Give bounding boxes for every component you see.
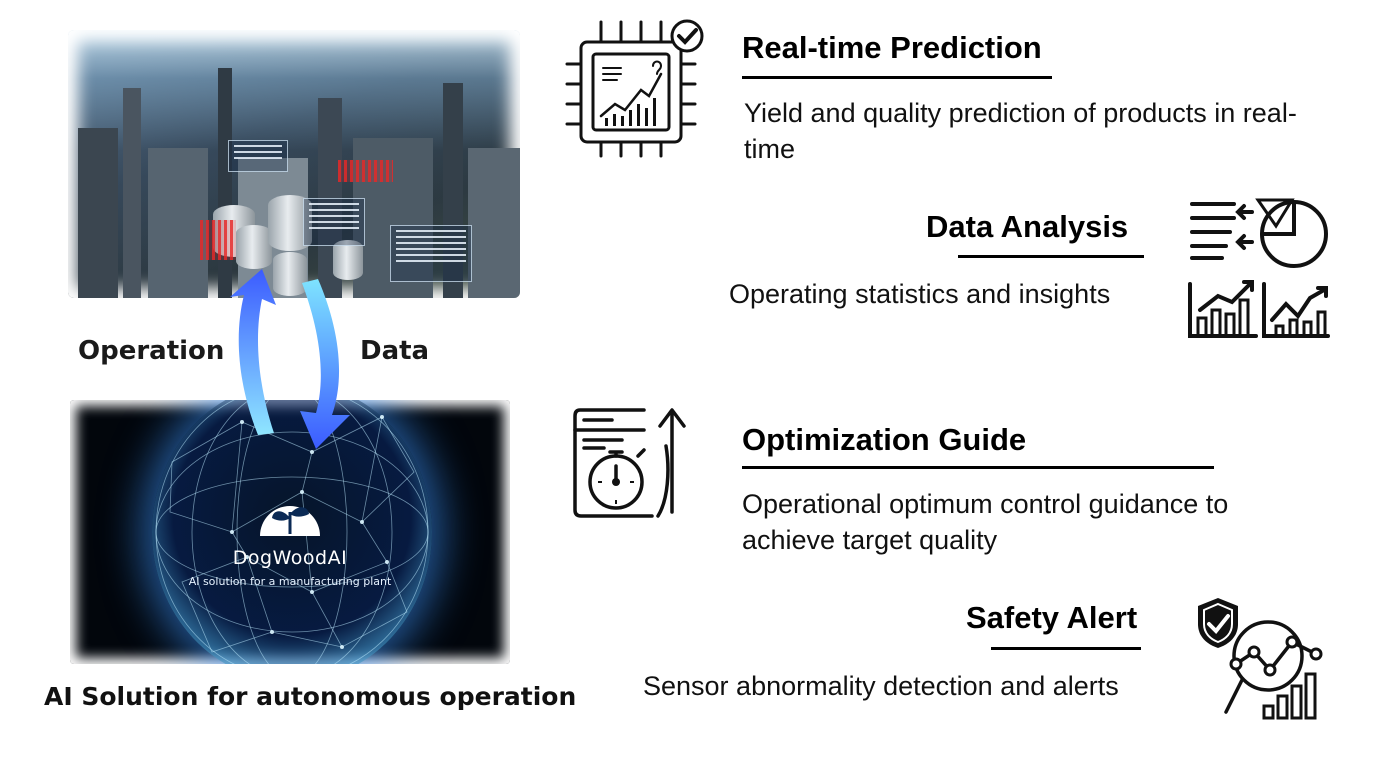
feature-underline (742, 76, 1052, 79)
operation-label: Operation (78, 336, 225, 366)
operation-data-arrows (230, 269, 350, 449)
feature-underline (958, 255, 1144, 258)
stopwatch-window-arrow-icon (573, 408, 686, 518)
feature-title-realtime-prediction: Real-time Prediction (742, 30, 1042, 65)
feature-desc-data-analysis: Operating statistics and insights (729, 279, 1111, 309)
operation-arrow (230, 269, 276, 435)
brand-logo: DogWoodAI AI solution for a manufacturin… (70, 496, 510, 588)
factory-image (68, 30, 520, 298)
data-label: Data (360, 336, 430, 366)
feature-title-data-analysis: Data Analysis (926, 209, 1129, 244)
feature-desc-safety-alert: Sensor abnormality detection and alerts (643, 671, 1119, 701)
chip-chart-check-icon (565, 19, 704, 158)
sprout-logo-icon (260, 506, 320, 536)
brand-name: DogWoodAI (232, 547, 348, 569)
brand-tagline: AI solution for a manufacturing plant (188, 575, 392, 588)
globe-mesh (155, 400, 429, 664)
feature-title-safety-alert: Safety Alert (966, 600, 1138, 635)
feature-underline (991, 647, 1141, 650)
solution-caption: AI Solution for autonomous operation (44, 682, 577, 711)
globe-image: DogWoodAI AI solution for a manufacturin… (70, 400, 510, 664)
feature-title-optimization-guide: Optimization Guide (742, 422, 1027, 457)
analytics-charts-icon (1188, 198, 1330, 338)
data-arrow (300, 279, 350, 449)
feature-desc-realtime-prediction: Yield and quality prediction of products… (744, 98, 1297, 164)
feature-underline (742, 466, 1214, 469)
feature-desc-optimization-guide: Operational optimum control guidance to … (742, 489, 1229, 555)
shield-magnifier-chart-icon (1198, 598, 1323, 720)
